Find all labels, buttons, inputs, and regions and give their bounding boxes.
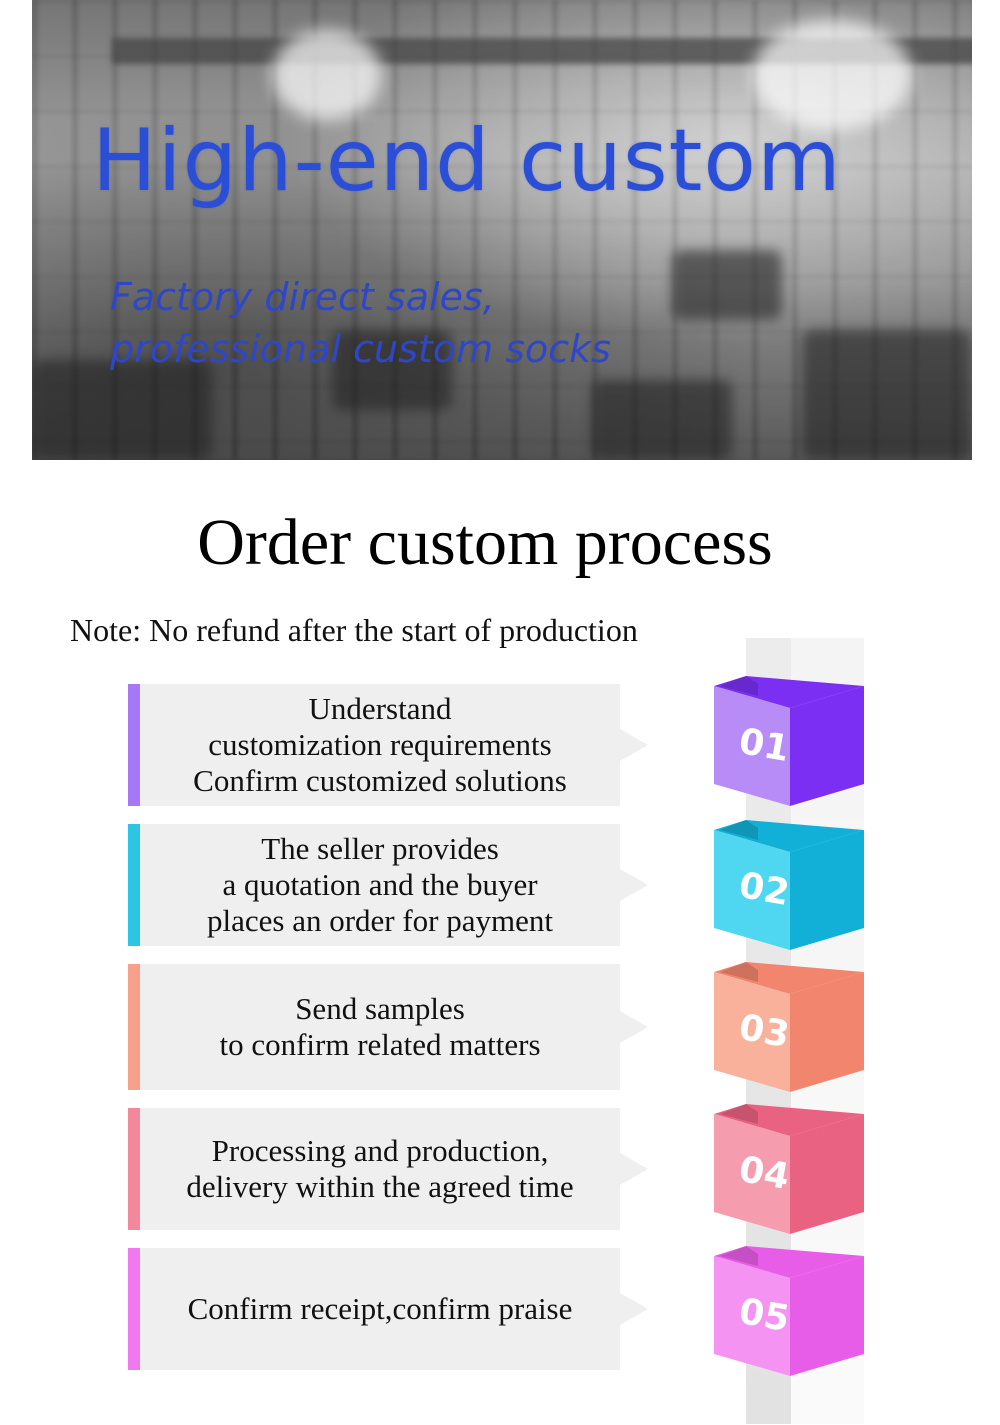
step-line: Confirm receipt,confirm praise: [187, 1291, 573, 1326]
factory-machine: [32, 360, 212, 460]
cube-graphic: [714, 676, 864, 806]
step-accent-bar: [128, 1108, 140, 1230]
page-title: Order custom process: [197, 506, 773, 579]
cube-right-face: [790, 1256, 864, 1376]
step-card-05: Confirm receipt,confirm praise: [128, 1248, 648, 1370]
cube-top-face: [714, 1104, 864, 1136]
step-cube-01: 01: [714, 676, 864, 808]
step-cube-03: 03: [714, 962, 864, 1094]
step-pointer-arrow: [620, 1153, 648, 1185]
step-line: The seller provides: [261, 831, 499, 866]
factory-machine: [332, 330, 452, 410]
step-line: customization requirements: [208, 727, 552, 762]
step-cube-05: 05: [714, 1246, 864, 1378]
step-pointer-arrow: [620, 729, 648, 761]
factory-lamp: [752, 20, 912, 130]
cube-left-face: [714, 1256, 790, 1376]
step-line: delivery within the agreed time: [186, 1169, 574, 1204]
banner-title: High-end custom: [92, 111, 842, 211]
step-card-04: Processing and production,delivery withi…: [128, 1108, 648, 1230]
cube-top-face: [714, 676, 864, 708]
cube-top-face: [714, 820, 864, 852]
step-line: Confirm customized solutions: [193, 763, 567, 798]
cube-graphic: [714, 1246, 864, 1376]
factory-machine: [802, 330, 972, 460]
step-accent-bar: [128, 684, 140, 806]
cube-right-face: [790, 1114, 864, 1234]
cube-top-face: [714, 1246, 864, 1278]
cube-inner-shadow: [720, 820, 758, 840]
banner-subtitle-line1: Factory direct sales,: [110, 275, 495, 319]
factory-machine: [672, 250, 782, 320]
step-line: Understand: [308, 691, 452, 726]
hero-banner: High-end custom Factory direct sales, pr…: [32, 0, 972, 460]
step-cube-02: 02: [714, 820, 864, 952]
step-line: Send samples: [295, 991, 465, 1026]
step-description: Processing and production,delivery withi…: [140, 1133, 620, 1205]
step-pointer-arrow: [620, 1011, 648, 1043]
cube-right-face: [790, 686, 864, 806]
cube-right-face: [790, 830, 864, 950]
cube-left-face: [714, 1114, 790, 1234]
cube-top-face: [714, 962, 864, 994]
step-line: Processing and production,: [211, 1133, 549, 1168]
refund-note: Note: No refund after the start of produ…: [70, 612, 638, 648]
cube-inner-shadow: [720, 1246, 758, 1266]
cube-graphic: [714, 962, 864, 1092]
cube-left-face: [714, 830, 790, 950]
step-accent-bar: [128, 1248, 140, 1370]
cube-inner-shadow: [720, 1104, 758, 1124]
banner-subtitle-line2: professional custom socks: [110, 327, 611, 371]
factory-lamp: [272, 30, 382, 120]
step-line: to confirm related matters: [219, 1027, 541, 1062]
step-cube-04: 04: [714, 1104, 864, 1236]
factory-machine: [592, 380, 732, 460]
step-accent-bar: [128, 964, 140, 1090]
step-pointer-arrow: [620, 869, 648, 901]
step-description: Confirm receipt,confirm praise: [140, 1291, 620, 1327]
cube-graphic: [714, 1104, 864, 1234]
cube-right-face: [790, 972, 864, 1092]
cube-left-face: [714, 972, 790, 1092]
step-line: a quotation and the buyer: [222, 867, 538, 902]
cube-graphic: [714, 820, 864, 950]
cube-inner-shadow: [720, 962, 758, 982]
step-accent-bar: [128, 824, 140, 946]
cube-inner-shadow: [720, 676, 758, 696]
step-pointer-arrow: [620, 1293, 648, 1325]
step-line: places an order for payment: [206, 903, 553, 938]
cube-left-face: [714, 686, 790, 806]
